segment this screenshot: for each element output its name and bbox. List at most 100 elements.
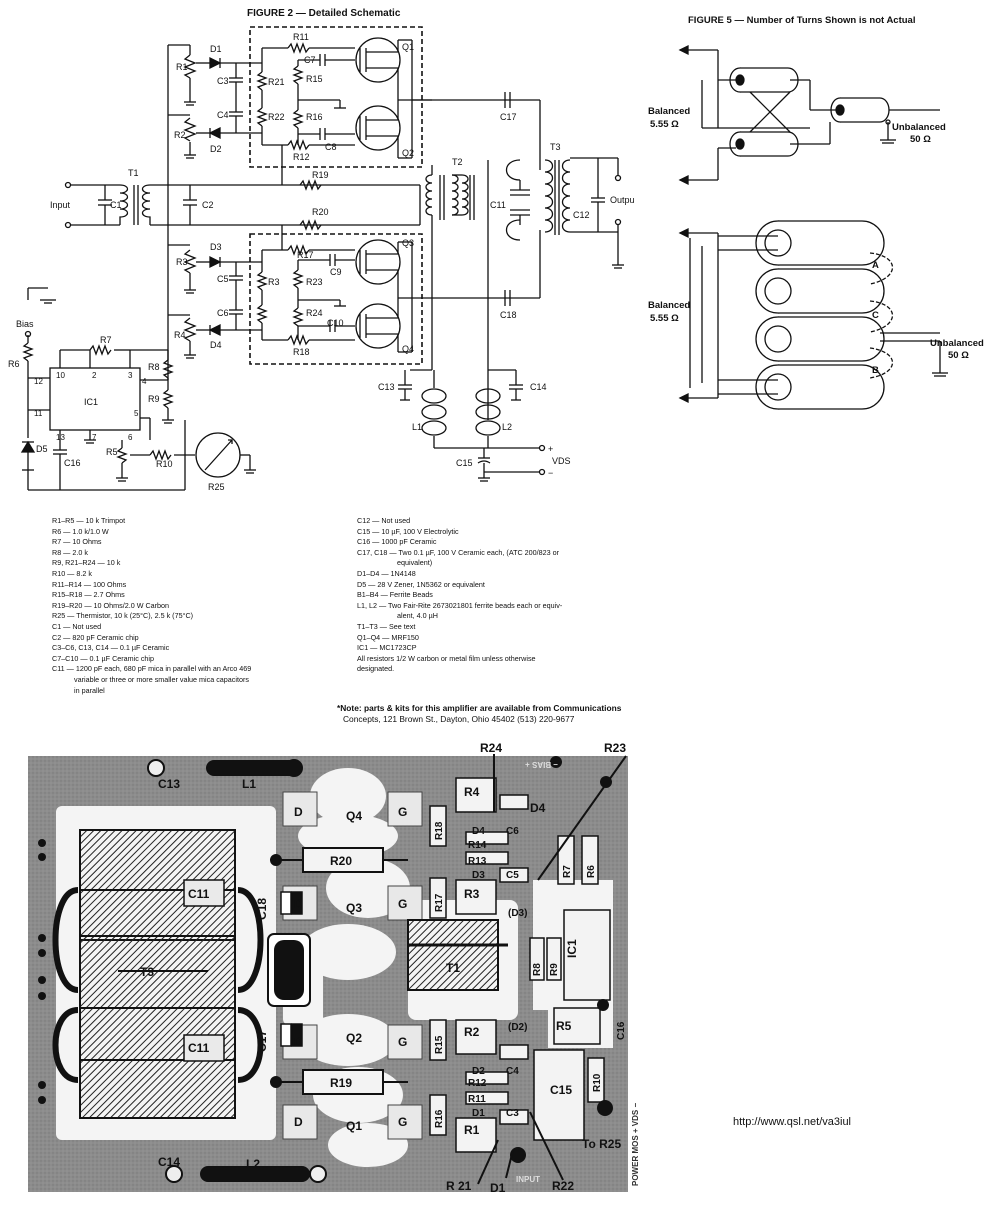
label-pin6: 6	[128, 433, 133, 442]
parts-line: R8 — 2.0 k	[52, 547, 88, 557]
parts-line: variable or three or more smaller value …	[74, 674, 249, 684]
figure5-title: FIGURE 5 — Number of Turns Shown is not …	[688, 15, 916, 26]
pcb-R2: R2	[464, 1025, 480, 1039]
pcb-R22: R22	[552, 1179, 574, 1192]
label-pin3: 3	[128, 371, 133, 380]
label-C2: C2	[202, 200, 214, 210]
source-url: http://www.qsl.net/va3iul	[733, 1116, 852, 1128]
pcb-G-q1: G	[398, 1115, 407, 1129]
label-L2: L2	[502, 422, 512, 432]
label-C6: C6	[217, 308, 229, 318]
parts-line: R25 — Thermistor, 10 k (25°C), 2.5 k (75…	[52, 611, 194, 621]
pcb-Q2: Q2	[346, 1031, 362, 1045]
pcb-R16: R16	[434, 1109, 445, 1128]
label-C3: C3	[217, 76, 229, 86]
fig5-balanced-val-top: 5.55 Ω	[650, 119, 679, 130]
label-R10: R10	[156, 459, 173, 469]
pcb-R8: R8	[532, 963, 543, 976]
label-R21: R21	[268, 77, 285, 87]
parts-line: C16 — 1000 pF Ceramic	[357, 537, 437, 547]
pcb-R15: R15	[434, 1035, 445, 1054]
label-R11: R11	[293, 32, 309, 42]
pcb-R10: R10	[592, 1073, 603, 1092]
pcb-D4-small: D4	[472, 826, 485, 837]
parts-line: equivalent)	[397, 558, 433, 568]
label-R20: R20	[312, 207, 329, 217]
pcb-IC1: IC1	[565, 939, 579, 958]
pcb-C6: C6	[506, 826, 519, 837]
parts-line: C15 — 10 µF, 100 V Electrolytic	[357, 526, 459, 536]
pcb-C15: C15	[550, 1083, 572, 1097]
pcb-R18: R18	[434, 821, 445, 840]
parts-line: D1–D4 — 1N4148	[357, 568, 416, 578]
label-R19: R19	[312, 170, 329, 180]
parts-line: L1, L2 — Two Fair-Rite 2673021801 ferrit…	[357, 600, 563, 610]
fig5-unbalanced-val-bottom: 50 Ω	[948, 350, 969, 361]
parts-line: All resistors 1/2 W carbon or metal film…	[357, 653, 536, 663]
pcb-C4: C4	[506, 1066, 519, 1077]
label-R15: R15	[306, 74, 323, 84]
label-pin13: 13	[56, 433, 65, 442]
parts-line: R6 — 1.0 k/1.0 W	[52, 526, 109, 536]
parts-line: C17, C18 — Two 0.1 µF, 100 V Ceramic eac…	[357, 547, 560, 557]
label-C10: C10	[327, 318, 344, 328]
pcb-C14: C14	[158, 1155, 180, 1169]
label-R24: R24	[306, 308, 323, 318]
label-L1: L1	[412, 422, 422, 432]
label-R1: R1	[176, 62, 188, 72]
parts-line: C7–C10 — 0.1 µF Ceramic chip	[52, 653, 155, 663]
label-R6: R6	[8, 359, 20, 369]
label-R12: R12	[293, 152, 310, 162]
pcb-G-q2: G	[398, 1035, 407, 1049]
label-pin7: 7	[92, 433, 97, 442]
label-R16: R16	[306, 112, 323, 122]
fig5-unbalanced-val-top: 50 Ω	[910, 134, 931, 145]
pcb-D-q1: D	[294, 1115, 303, 1129]
pcb-C11-bottom: C11	[188, 1041, 210, 1055]
parts-line: C3–C6, C13, C14 — 0.1 µF Ceramic	[52, 643, 170, 653]
parts-line: Q1–Q4 — MRF150	[357, 632, 419, 642]
pcb-input: INPUT	[516, 1175, 540, 1184]
label-C17: C17	[500, 112, 517, 122]
pcb-D2: D2	[472, 1066, 485, 1077]
label-C5: C5	[217, 274, 229, 284]
pcb-D1-bottom: D1	[490, 1181, 506, 1192]
label-Q2: Q2	[402, 148, 414, 158]
pcb-Q1: Q1	[346, 1119, 362, 1133]
fig5-bead-a: A	[872, 260, 879, 271]
parts-line: R1–R5 — 10 k Trimpot	[52, 516, 126, 525]
pcb-L1: L1	[242, 777, 256, 791]
parts-line: T1–T3 — See text	[357, 621, 416, 631]
pcb-R5: R5	[556, 1019, 572, 1033]
pcb-R3: R3	[464, 887, 480, 901]
pcb-R19: R19	[330, 1076, 352, 1090]
parts-line: B1–B4 — Ferrite Beads	[357, 590, 433, 600]
pcb-D-q4: D	[294, 805, 303, 819]
parts-line: alent, 4.0 µH	[397, 611, 438, 621]
pcb-R14: R14	[468, 840, 487, 851]
parts-list-left: R1–R5 — 10 k Trimpot R6 — 1.0 k/1.0 W R7…	[52, 516, 251, 696]
label-R23: R23	[306, 277, 323, 287]
label-D4: D4	[210, 340, 222, 350]
parts-line: C11 — 1200 pF each, 680 pF mica in paral…	[52, 664, 252, 674]
label-Q4: Q4	[402, 344, 414, 354]
parts-line: C12 — Not used	[357, 516, 411, 525]
kit-note-line1: *Note: parts & kits for this amplifier a…	[337, 703, 622, 713]
label-input: Input	[50, 200, 71, 210]
label-C4: C4	[217, 110, 229, 120]
label-Q3: Q3	[402, 238, 414, 248]
label-C1: C1	[110, 200, 122, 210]
label-bias: Bias	[16, 319, 34, 329]
label-R7: R7	[100, 335, 112, 345]
pcb-R12: R12	[468, 1078, 487, 1089]
parts-line: R15–R18 — 2.7 Ohms	[52, 590, 125, 600]
label-pin5: 5	[134, 409, 139, 418]
fig5-bead-b: B	[872, 365, 879, 376]
pcb-R17: R17	[434, 893, 445, 912]
pcb-R13: R13	[468, 856, 487, 867]
label-R3: R3	[176, 257, 188, 267]
label-D5: D5	[36, 444, 48, 454]
pcb-R20: R20	[330, 854, 352, 868]
label-C8: C8	[325, 142, 337, 152]
pcb-Q4: Q4	[346, 809, 362, 823]
